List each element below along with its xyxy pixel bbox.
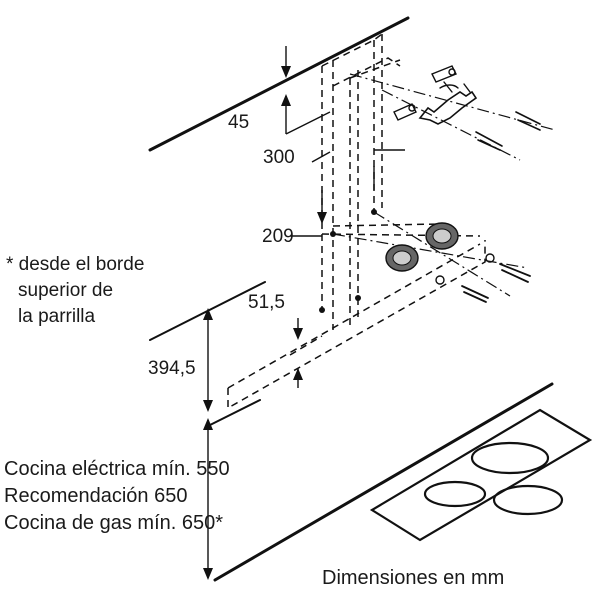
dim-394-5: 394,5	[148, 358, 196, 379]
worktop-line	[213, 382, 554, 582]
top-screws	[393, 65, 541, 151]
motor-fittings	[385, 222, 459, 272]
units-caption: Dimensiones en mm	[322, 567, 504, 589]
wall-bracket	[418, 81, 478, 125]
dim-51-5: 51,5	[248, 292, 285, 313]
note-line-3: la parrilla	[18, 306, 96, 327]
dim-45: 45	[228, 112, 249, 133]
burner-front-left	[423, 480, 487, 508]
ceiling-line	[148, 16, 410, 152]
note-line-2: superior de	[18, 280, 113, 301]
dim-209: 209	[262, 226, 294, 247]
reference-points	[319, 209, 377, 313]
spec-gas: Cocina de gas mín. 650*	[4, 512, 223, 534]
spec-electric: Cocina eléctrica mín. 550	[4, 458, 230, 480]
note-line-1: * desde el borde	[6, 254, 144, 275]
hood-outline	[227, 223, 486, 410]
lower-screws	[435, 253, 531, 303]
burner-back-right	[470, 441, 550, 475]
center-lines	[332, 73, 556, 297]
wall-line-lower	[207, 399, 261, 427]
cooktop	[369, 408, 593, 542]
dim-300: 300	[263, 147, 295, 168]
burner-front-right	[492, 484, 564, 516]
dimension-arrows	[203, 46, 405, 580]
chimney-outline	[321, 33, 401, 330]
spec-recommended: Recomendación 650	[4, 485, 187, 507]
